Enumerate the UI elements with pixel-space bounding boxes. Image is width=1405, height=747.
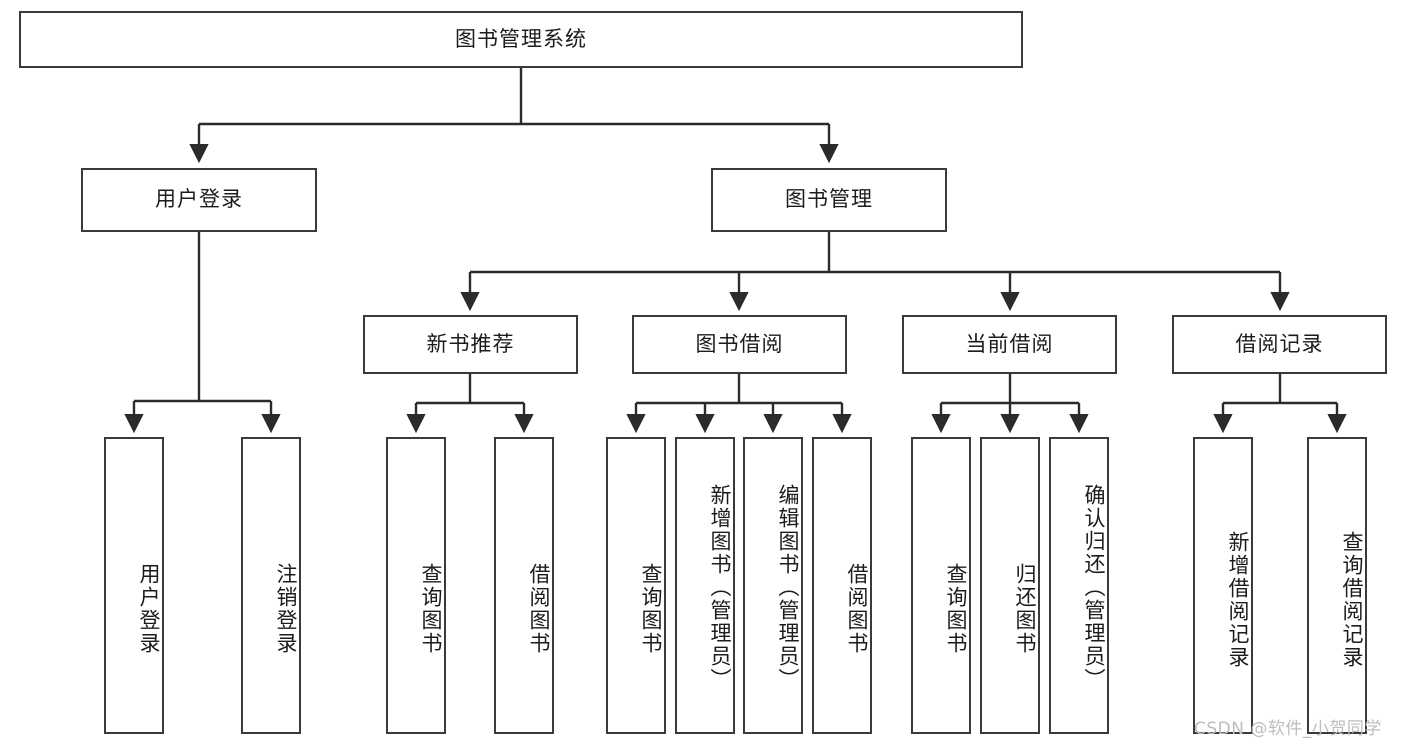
node-label: 新增图书（管理员）	[708, 484, 732, 691]
node-label: 注销登录	[274, 562, 298, 655]
leaf-query-borrow-record[interactable]: 查询借阅记录	[1307, 437, 1367, 734]
node-label: 编辑图书（管理员）	[776, 484, 800, 691]
node-label: 借阅记录	[1235, 331, 1324, 356]
leaf-confirm-return-admin[interactable]: 确认归还（管理员）	[1049, 437, 1109, 734]
leaf-query-book-borrow[interactable]: 查询图书	[606, 437, 666, 734]
node-label: 图书借阅	[695, 331, 784, 356]
leaf-borrow-book-newbook[interactable]: 借阅图书	[494, 437, 554, 734]
node-label: 借阅图书	[845, 562, 869, 655]
node-book-borrowing[interactable]: 图书借阅	[632, 315, 847, 374]
leaf-add-borrow-record[interactable]: 新增借阅记录	[1193, 437, 1253, 734]
node-label: 确认归还（管理员）	[1082, 484, 1106, 691]
node-label: 用户登录	[155, 187, 243, 212]
node-label: 当前借阅	[965, 331, 1054, 356]
node-user-login[interactable]: 用户登录	[81, 168, 317, 232]
node-label: 图书管理	[785, 187, 873, 212]
node-label: 查询图书	[944, 562, 968, 655]
node-label: 图书管理系统	[455, 26, 587, 51]
node-root-book-management-system[interactable]: 图书管理系统	[19, 11, 1023, 68]
node-borrowing-record[interactable]: 借阅记录	[1172, 315, 1387, 374]
leaf-user-login[interactable]: 用户登录	[104, 437, 164, 734]
node-label: 用户登录	[137, 562, 161, 655]
node-label: 借阅图书	[527, 562, 551, 655]
node-current-borrowing[interactable]: 当前借阅	[902, 315, 1117, 374]
node-label: 查询图书	[639, 562, 663, 655]
node-label: 新增借阅记录	[1226, 530, 1250, 669]
node-label: 查询借阅记录	[1340, 530, 1364, 669]
node-new-book-recommendation[interactable]: 新书推荐	[363, 315, 578, 374]
node-label: 查询图书	[419, 562, 443, 655]
leaf-edit-book-admin[interactable]: 编辑图书（管理员）	[743, 437, 803, 734]
leaf-return-book[interactable]: 归还图书	[980, 437, 1040, 734]
leaf-add-book-admin[interactable]: 新增图书（管理员）	[675, 437, 735, 734]
leaf-logout[interactable]: 注销登录	[241, 437, 301, 734]
leaf-query-book-current[interactable]: 查询图书	[911, 437, 971, 734]
csdn-watermark: CSDN @软件_小贺同学	[1194, 719, 1382, 739]
node-label: 新书推荐	[426, 331, 515, 356]
node-label: 归还图书	[1013, 562, 1037, 655]
node-book-management[interactable]: 图书管理	[711, 168, 947, 232]
leaf-query-book-newbook[interactable]: 查询图书	[386, 437, 446, 734]
leaf-lend-book[interactable]: 借阅图书	[812, 437, 872, 734]
